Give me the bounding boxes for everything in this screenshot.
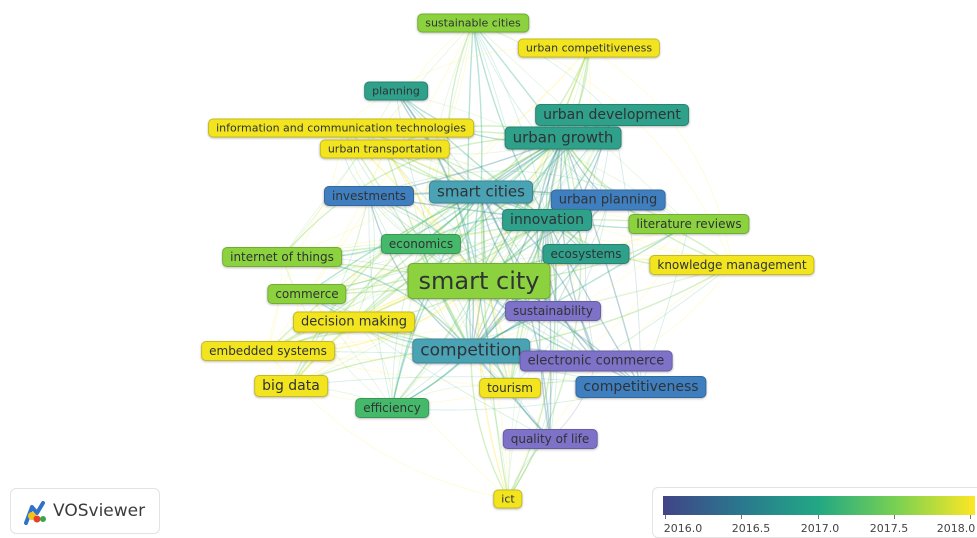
node-competition[interactable]: competition: [412, 338, 530, 364]
node-big-data[interactable]: big data: [254, 375, 328, 397]
network-link: [545, 219, 597, 362]
network-link: [480, 191, 554, 312]
network-link: [509, 223, 690, 389]
node-urban-competitiveness[interactable]: urban competitiveness: [517, 38, 661, 58]
node-ict-technologies[interactable]: information and communication technologi…: [208, 118, 474, 138]
legend-tick-label: 2016.0: [663, 522, 703, 535]
node-knowledge-management[interactable]: knowledge management: [649, 255, 815, 275]
network-link: [281, 90, 397, 258]
network-link: [391, 137, 564, 409]
network-link: [472, 22, 548, 221]
node-tourism[interactable]: tourism: [479, 378, 541, 398]
network-link: [281, 47, 590, 258]
network-link: [267, 191, 482, 352]
network-link: [368, 195, 393, 409]
node-urban-growth[interactable]: urban growth: [504, 126, 622, 150]
legend-tick: [970, 515, 971, 519]
legend-tick: [894, 515, 895, 519]
network-link: [507, 137, 582, 500]
network-link: [353, 195, 375, 323]
node-literature-reviews[interactable]: literature reviews: [628, 214, 750, 234]
vosviewer-logo: VOSviewer: [10, 488, 160, 534]
node-sustainable-cities[interactable]: sustainable cities: [417, 13, 529, 33]
network-link: [353, 137, 564, 323]
legend-tick-label: 2018.0: [936, 522, 976, 535]
network-link: [306, 148, 386, 295]
node-innovation[interactable]: innovation: [502, 209, 592, 231]
app-name: VOSviewer: [53, 501, 146, 521]
node-smart-cities[interactable]: smart cities: [429, 180, 533, 204]
node-urban-transportation[interactable]: urban transportation: [319, 139, 451, 159]
network-link: [478, 47, 590, 282]
node-competitiveness[interactable]: competitiveness: [575, 376, 707, 398]
node-internet-of-things[interactable]: internet of things: [222, 247, 342, 267]
network-link: [472, 22, 609, 201]
network-link: [391, 47, 590, 409]
network-link: [281, 233, 733, 266]
network-link: [340, 127, 587, 255]
network-link: [478, 280, 551, 440]
network-link: [368, 195, 511, 389]
network-link: [507, 310, 556, 500]
node-ict[interactable]: ict: [493, 489, 523, 509]
node-economics[interactable]: economics: [380, 234, 462, 254]
year-legend: 2016.0 2016.5 2017.0 2017.5 2018.0: [652, 487, 977, 538]
node-urban-development[interactable]: urban development: [535, 104, 689, 126]
legend-tick: [741, 515, 742, 519]
node-electronic-commerce[interactable]: electronic commerce: [519, 350, 673, 372]
node-urban-planning[interactable]: urban planning: [550, 189, 666, 211]
network-link: [470, 350, 509, 500]
legend-tick-label: 2016.5: [731, 522, 771, 535]
legend-tick: [818, 515, 819, 519]
node-embedded-systems[interactable]: embedded systems: [201, 341, 335, 361]
network-link: [395, 90, 548, 221]
network-link: [353, 321, 551, 440]
legend-tick-label: 2017.0: [800, 522, 840, 535]
node-quality-of-life[interactable]: quality of life: [502, 429, 598, 449]
node-planning[interactable]: planning: [364, 81, 428, 101]
node-ecosystems[interactable]: ecosystems: [542, 244, 630, 264]
network-link: [470, 137, 564, 352]
network-link: [267, 148, 386, 352]
network-link: [352, 148, 386, 323]
node-smart-city[interactable]: smart city: [407, 263, 551, 299]
vosviewer-logo-icon: [24, 501, 46, 525]
network-link: [391, 114, 613, 409]
network-link: [368, 195, 472, 352]
network-link: [420, 243, 597, 362]
node-decision-making[interactable]: decision making: [293, 311, 415, 333]
legend-gradient-bar: [663, 496, 975, 515]
network-link: [391, 22, 474, 409]
node-commerce[interactable]: commerce: [267, 284, 347, 304]
network-link: [470, 223, 690, 352]
legend-tick-label: 2017.5: [869, 522, 909, 535]
legend-tick: [665, 515, 666, 519]
node-efficiency[interactable]: efficiency: [355, 398, 429, 418]
node-investments[interactable]: investments: [323, 186, 415, 206]
network-link: [306, 293, 393, 409]
network-link: [391, 253, 587, 409]
network-link: [480, 191, 597, 362]
network-link: [472, 22, 483, 193]
node-sustainability[interactable]: sustainability: [505, 301, 601, 321]
network-link: [391, 219, 548, 409]
